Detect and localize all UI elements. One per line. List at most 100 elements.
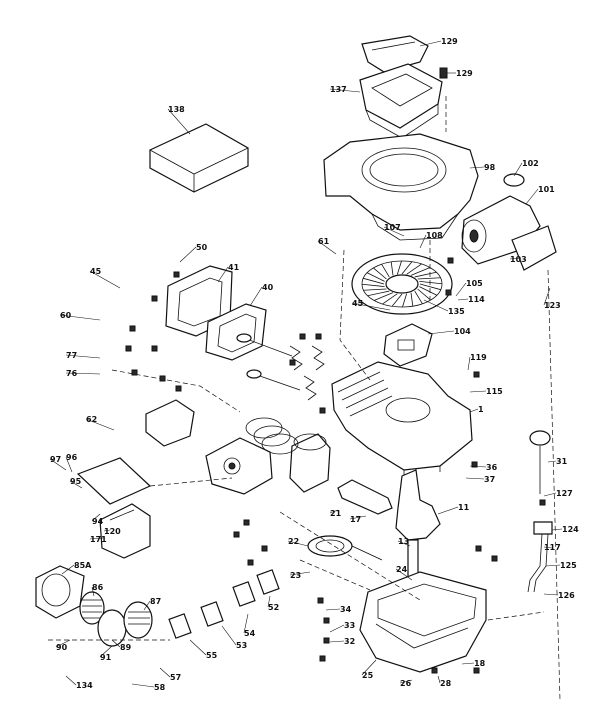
cylinder-block[interactable] — [331, 361, 473, 480]
leader-line — [65, 372, 101, 375]
fastener[interactable] — [319, 407, 326, 414]
flywheel[interactable] — [351, 253, 453, 315]
leader-line — [543, 593, 559, 596]
leader-line — [61, 564, 75, 575]
fastener[interactable] — [159, 375, 166, 382]
part-callout-108: 108 — [426, 231, 443, 240]
part-callout-37: 37 — [484, 475, 495, 484]
flywheel-fin — [419, 283, 441, 291]
carburetor[interactable] — [205, 437, 273, 495]
fastener[interactable] — [151, 295, 158, 302]
part-callout-105: 105 — [466, 279, 483, 288]
connecting-rod[interactable] — [337, 479, 393, 515]
muffler-cap[interactable] — [503, 173, 525, 187]
oil-fill-tube[interactable] — [527, 521, 553, 593]
leader-line — [329, 640, 345, 643]
leader-line — [545, 564, 561, 567]
leader-line — [469, 408, 479, 413]
camshaft-gear[interactable] — [307, 535, 383, 561]
fastener[interactable] — [473, 667, 480, 674]
crankshaft[interactable] — [395, 469, 441, 581]
flywheel-fin — [366, 272, 385, 282]
fasteners[interactable] — [125, 257, 546, 674]
part-callout-101: 101 — [538, 185, 555, 194]
part-callout-89: 89 — [120, 643, 132, 652]
fastener[interactable] — [317, 597, 324, 604]
part-callout-22: 22 — [288, 537, 299, 546]
part-callout-58: 58 — [154, 683, 166, 692]
air-cleaner-body[interactable] — [35, 565, 85, 619]
dipstick[interactable] — [529, 430, 551, 494]
breather-gasket[interactable] — [205, 303, 267, 361]
fastener[interactable] — [289, 359, 296, 366]
owners-manual[interactable] — [149, 123, 249, 193]
leader-line — [85, 418, 115, 431]
fastener[interactable] — [131, 369, 138, 376]
fastener[interactable] — [431, 667, 438, 674]
part-callout-85a: 85A — [74, 561, 92, 570]
filter-cover[interactable] — [123, 601, 153, 639]
leader-line — [465, 477, 485, 480]
fastener[interactable] — [539, 499, 546, 506]
part-callout-54: 54 — [244, 629, 256, 638]
leader-line — [513, 162, 523, 177]
part-callout-53: 53 — [236, 641, 247, 650]
fastener[interactable] — [247, 559, 254, 566]
ignition-armature[interactable] — [383, 323, 433, 367]
leader-line — [99, 645, 113, 658]
fastener[interactable] — [233, 531, 240, 538]
fastener[interactable] — [447, 257, 454, 264]
leader-line — [65, 354, 101, 359]
flywheel-fin — [410, 292, 414, 307]
piston[interactable] — [289, 433, 331, 493]
leader-line — [419, 234, 427, 249]
fastener[interactable] — [471, 461, 478, 468]
part-callout-13: 13 — [398, 537, 409, 546]
part-callout-11: 11 — [458, 503, 470, 512]
flywheel-fin — [361, 283, 385, 287]
blower-housing[interactable] — [323, 133, 479, 241]
fastener[interactable] — [243, 519, 250, 526]
intake-elbow[interactable] — [145, 399, 195, 447]
leader-line — [317, 240, 337, 255]
foam-filter[interactable] — [97, 609, 127, 647]
fastener[interactable] — [473, 371, 480, 378]
part-callout-57: 57 — [170, 673, 181, 682]
exhaust-deflector[interactable] — [76, 457, 152, 505]
fastener[interactable] — [315, 333, 322, 340]
air-filter-base[interactable] — [99, 503, 151, 559]
leader-lines — [49, 40, 563, 688]
part-callout-134: 134 — [76, 681, 93, 690]
muffler-guard[interactable] — [511, 225, 557, 271]
part-callout-45a: 45 — [90, 267, 102, 276]
fastener[interactable] — [299, 333, 306, 340]
wing-nut[interactable] — [439, 67, 448, 79]
fastener[interactable] — [319, 655, 326, 662]
fastener[interactable] — [261, 545, 268, 552]
fastener[interactable] — [129, 325, 136, 332]
leader-line — [469, 390, 487, 393]
part-callout-40: 40 — [262, 283, 274, 292]
crankcase-sump[interactable] — [359, 571, 487, 673]
air-cleaner-element[interactable] — [361, 35, 429, 73]
piston-rings[interactable] — [245, 417, 299, 455]
part-callout-135: 135 — [448, 307, 465, 316]
leader-line — [289, 571, 311, 576]
filter-screen[interactable] — [79, 591, 105, 625]
air-cleaner-cover[interactable] — [359, 63, 443, 139]
fastener[interactable] — [323, 617, 330, 624]
fastener[interactable] — [151, 345, 158, 352]
part-callout-50: 50 — [196, 243, 208, 252]
fastener[interactable] — [173, 271, 180, 278]
fastener[interactable] — [175, 385, 182, 392]
fastener[interactable] — [491, 555, 498, 562]
fastener[interactable] — [125, 345, 132, 352]
gasket-set[interactable] — [168, 569, 280, 639]
part-callout-129a: 129 — [441, 37, 458, 46]
fastener[interactable] — [445, 289, 452, 296]
fastener[interactable] — [475, 545, 482, 552]
fastener[interactable] — [323, 637, 330, 644]
valves[interactable] — [236, 333, 301, 391]
valve-springs[interactable] — [289, 345, 325, 401]
part-callout-97: 97 — [50, 455, 61, 464]
